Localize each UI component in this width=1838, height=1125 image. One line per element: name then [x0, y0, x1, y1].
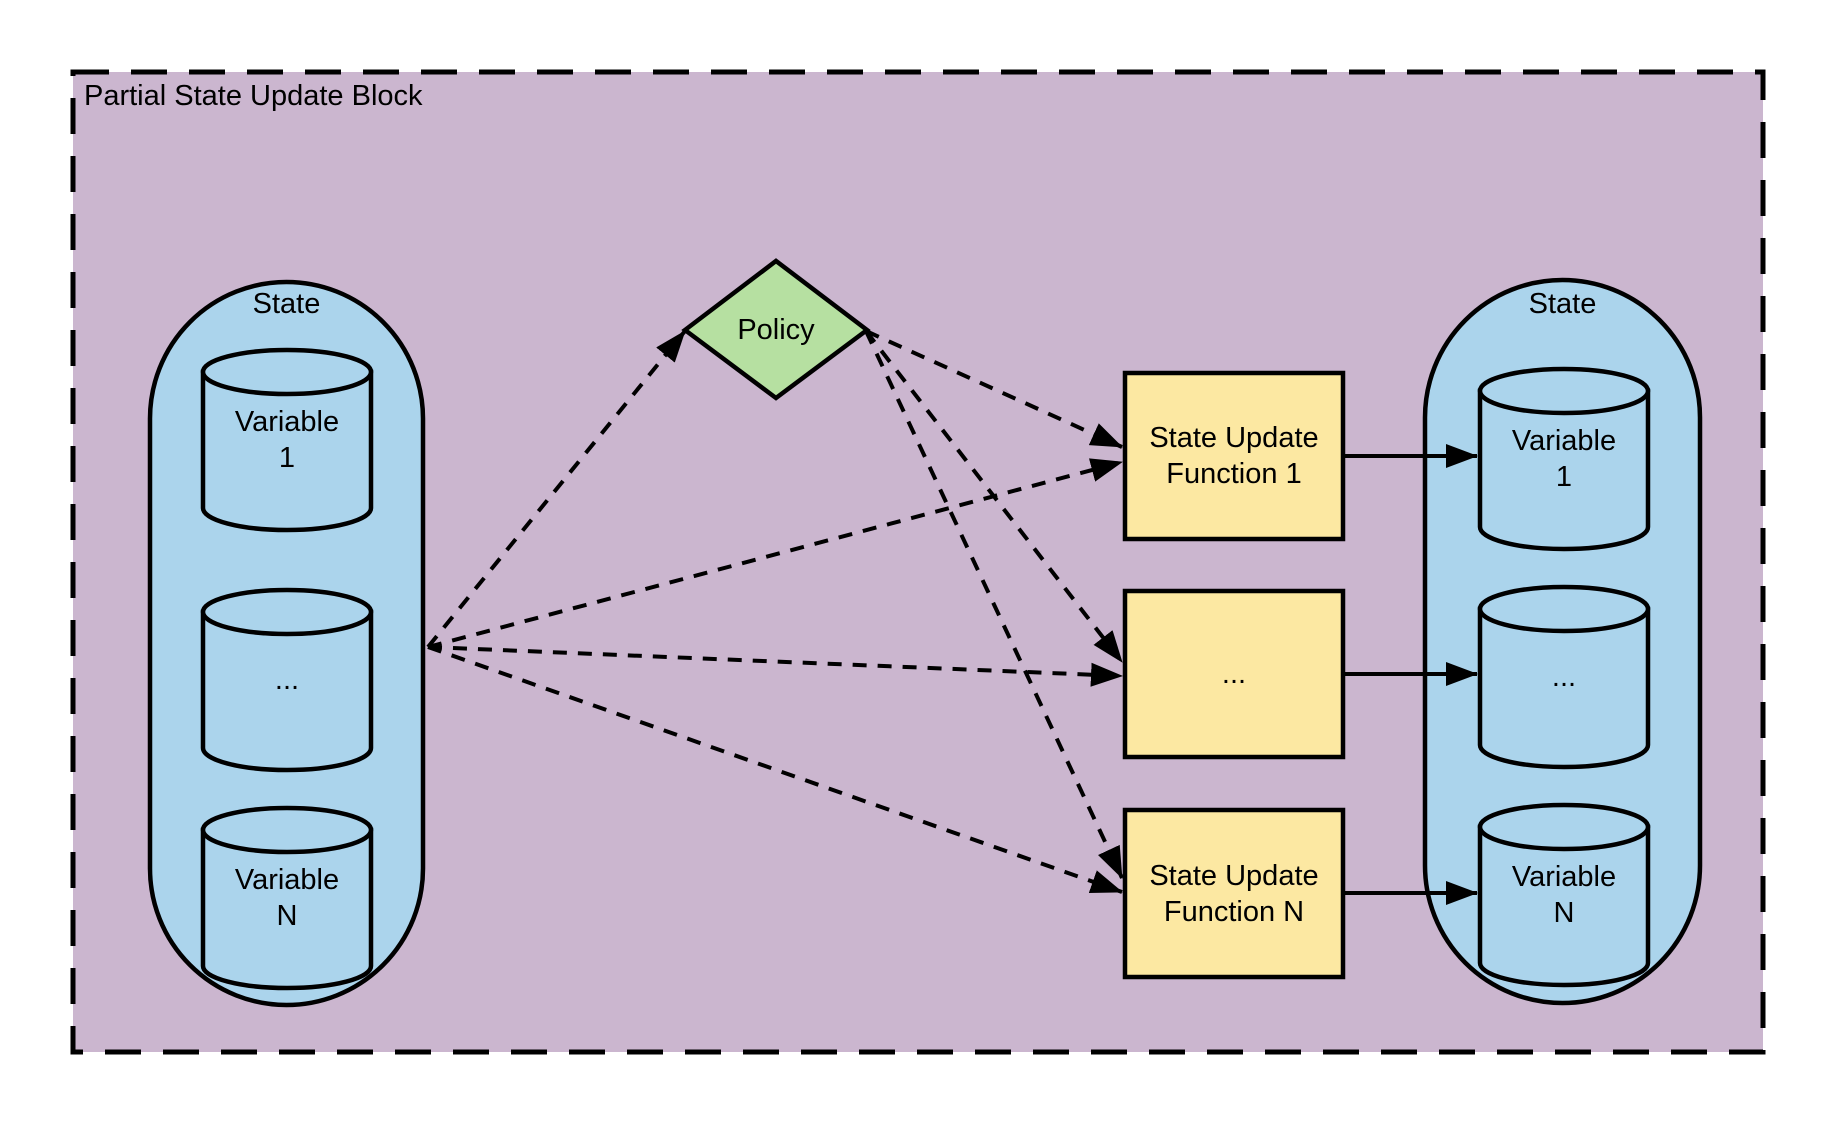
right-variable-ellipsis-label: ... [1551, 661, 1577, 693]
arrow-policy-to-function-1 [865, 329, 1123, 449]
left-variable-ellipsis-cylinder [200, 587, 374, 773]
right-state-label: State [1528, 288, 1597, 320]
arrow-state-to-function-n [427, 645, 1123, 894]
arrow-policy-to-function-n [864, 330, 1124, 879]
left-variable-1-cylinder [200, 347, 374, 533]
right-variable-n-label: Variable N [1511, 861, 1617, 929]
policy-label: Policy [737, 313, 815, 346]
right-variable-n-cylinder [1477, 802, 1651, 988]
state-update-function-1-box [1122, 370, 1346, 542]
left-variable-n-label: Variable N [234, 864, 340, 932]
arrow-state-to-policy [426, 329, 687, 649]
left-variable-n-cylinder [200, 805, 374, 991]
state-update-function-n-label: State Update Function N [1149, 859, 1319, 928]
state-update-function-ellipsis-label: ... [1221, 658, 1247, 690]
state-update-function-n-box [1122, 807, 1346, 980]
arrow-state-to-function-1 [427, 458, 1123, 649]
state-update-function-ellipsis-box [1122, 588, 1346, 760]
arrow-policy-to-function-ellipsis [864, 329, 1124, 664]
right-variable-ellipsis-cylinder [1477, 584, 1651, 770]
left-state-label: State [252, 288, 321, 320]
left-variable-ellipsis-label: ... [274, 664, 300, 696]
left-variable-1-label: Variable 1 [234, 406, 340, 474]
block-title: Partial State Update Block [84, 80, 423, 112]
arrow-state-to-function-ellipsis [427, 645, 1123, 687]
right-variable-1-cylinder [1477, 366, 1651, 552]
right-variable-1-label: Variable 1 [1511, 425, 1617, 493]
state-update-function-1-label: State Update Function 1 [1149, 422, 1319, 490]
